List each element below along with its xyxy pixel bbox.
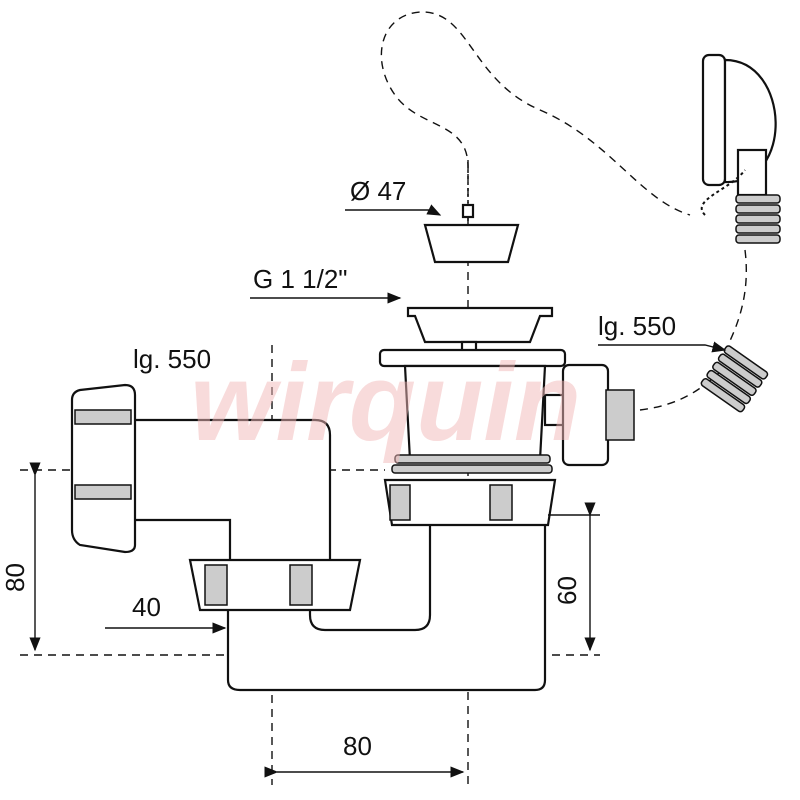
label-width-bottom: 80 bbox=[343, 731, 372, 761]
leader-diameter bbox=[345, 204, 442, 216]
overflow-plate bbox=[700, 53, 781, 244]
label-height-left: 80 bbox=[0, 563, 30, 592]
outlet-nut-grip bbox=[204, 564, 228, 606]
strainer bbox=[406, 306, 554, 344]
chain bbox=[461, 170, 475, 225]
body-nut-grip bbox=[489, 484, 513, 521]
watermark: wirquin bbox=[190, 341, 581, 464]
label-outlet-length: lg. 550 bbox=[133, 344, 211, 374]
label-height-right: 60 bbox=[552, 576, 582, 605]
label-diameter: Ø 47 bbox=[350, 176, 406, 206]
outlet-nut-grip bbox=[289, 564, 313, 606]
stopper bbox=[423, 223, 520, 264]
outlet-elbow bbox=[128, 418, 332, 567]
overflow-connector bbox=[543, 363, 635, 467]
label-offset: 40 bbox=[132, 592, 161, 622]
overflow-hose bbox=[639, 249, 748, 411]
body-threads bbox=[391, 454, 553, 474]
body-nut-grip bbox=[389, 484, 411, 521]
label-overflow-length: lg. 550 bbox=[598, 311, 676, 341]
outlet-cap bbox=[70, 383, 137, 554]
outlet-nut bbox=[188, 558, 362, 612]
label-thread: G 1 1/2" bbox=[253, 264, 348, 294]
chain-cord bbox=[380, 11, 691, 216]
leader-overflow bbox=[598, 341, 727, 353]
overflow-hose-end bbox=[700, 345, 769, 413]
